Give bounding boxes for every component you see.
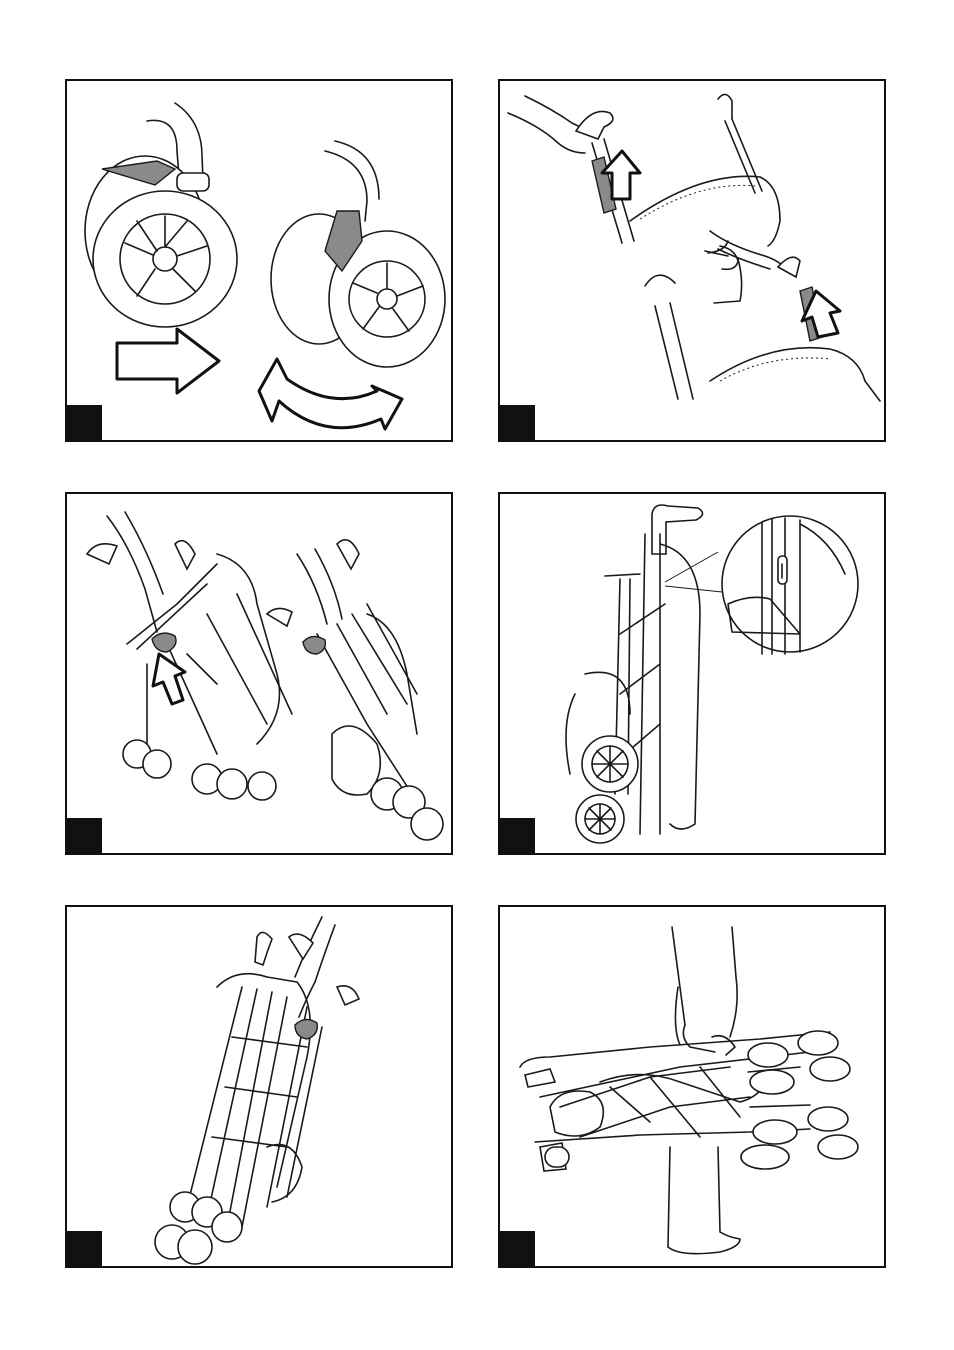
step-number-box	[500, 1231, 535, 1266]
fold-lock-illustration	[500, 494, 884, 853]
illustration-panel-4	[498, 492, 886, 855]
step-number-box	[67, 818, 102, 853]
step-number-box	[67, 1231, 102, 1266]
handle-release-illustration	[500, 81, 884, 440]
fold-lever-illustration	[67, 494, 451, 853]
step-number-box	[67, 405, 102, 440]
carry-folded-illustration	[500, 907, 884, 1266]
illustration-panel-5	[65, 905, 453, 1268]
illustration-panel-6	[498, 905, 886, 1268]
illustration-panel-1	[65, 79, 453, 442]
illustration-panel-3	[65, 492, 453, 855]
wheel-swivel-illustration	[67, 81, 451, 440]
illustration-panel-2	[498, 79, 886, 442]
step-number-box	[500, 405, 535, 440]
step-number-box	[500, 818, 535, 853]
folded-carry-illustration	[67, 907, 451, 1266]
